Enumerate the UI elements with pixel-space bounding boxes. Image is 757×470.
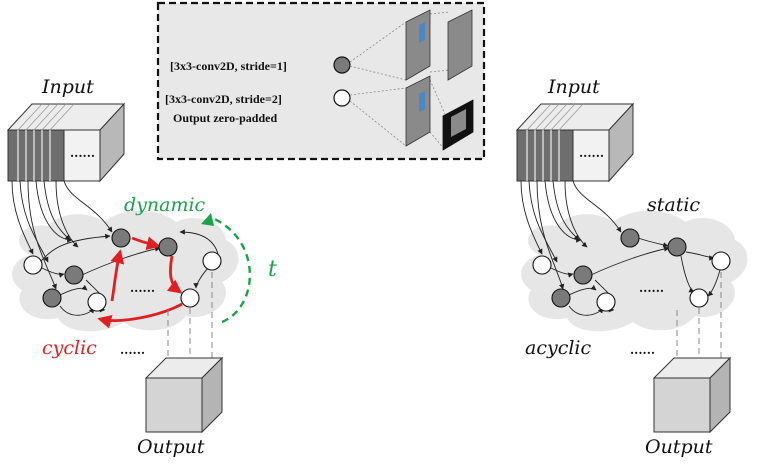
time-arrow-icon — [201, 213, 214, 226]
legend-stride2-note: Output zero-padded — [173, 111, 277, 125]
left-graph-dots: ...... — [130, 281, 155, 295]
right-graph-dots: ...... — [639, 281, 664, 295]
left-cloud — [12, 210, 239, 332]
right-input-tensor: ...... — [515, 102, 635, 183]
right-cycle-label: acyclic — [525, 337, 591, 359]
graph-node — [620, 228, 640, 248]
right-output-cube — [652, 356, 732, 434]
right-mode-label: static — [647, 194, 700, 216]
right-cloud — [521, 210, 748, 332]
feature-map-stride2 — [405, 75, 474, 151]
left-input-tensor: ...... — [6, 102, 126, 183]
feature-map-stride1 — [405, 9, 473, 81]
left-output-dots: ...... — [120, 343, 145, 357]
graph-node — [532, 255, 552, 275]
right-input-edges — [520, 180, 622, 290]
projection-lines-stride1 — [349, 11, 451, 81]
graph-node — [202, 251, 222, 271]
light-node-icon — [333, 89, 351, 107]
left-mode-label: dynamic — [124, 194, 206, 216]
left-output-label: Output — [137, 436, 205, 458]
left-time-label: t — [268, 257, 277, 282]
left-output-cube — [144, 356, 224, 434]
graph-node — [596, 292, 616, 312]
legend-box: [3x3-conv2D, stride=1] [3x3-conv2D, stri… — [156, 1, 486, 161]
graph-node — [42, 288, 62, 308]
legend-stride2-label: [3x3-conv2D, stride=2] — [165, 92, 282, 106]
graph-node — [64, 265, 84, 285]
left-cycle-label: cyclic — [42, 337, 97, 359]
left-panel: Input ...... — [6, 76, 277, 458]
graph-node — [180, 288, 200, 308]
graph-node — [551, 288, 571, 308]
graph-node — [158, 237, 178, 257]
right-graph-nodes — [532, 228, 731, 312]
graph-node — [87, 292, 107, 312]
right-output-label: Output — [645, 436, 713, 458]
right-input-dots: ...... — [579, 146, 604, 160]
left-input-label: Input — [41, 76, 94, 98]
right-input-label: Input — [547, 76, 600, 98]
graph-node — [23, 255, 43, 275]
right-output-dots: ...... — [630, 343, 655, 357]
graph-node — [111, 228, 131, 248]
graph-node — [711, 251, 731, 271]
left-output-lines — [167, 272, 213, 360]
graph-node — [667, 237, 687, 257]
time-loop-curve — [209, 215, 252, 324]
left-graph-nodes — [23, 228, 222, 312]
dark-node-icon — [333, 56, 351, 74]
right-output-lines — [676, 272, 722, 360]
graph-node — [689, 288, 709, 308]
graph-node — [573, 265, 593, 285]
left-input-edges — [11, 180, 113, 290]
projection-lines-stride2 — [349, 79, 446, 151]
right-panel: Input ...... — [515, 76, 748, 458]
left-input-dots: ...... — [70, 146, 95, 160]
left-cyclic-edges — [97, 236, 183, 329]
legend-stride1-label: [3x3-conv2D, stride=1] — [170, 59, 287, 73]
